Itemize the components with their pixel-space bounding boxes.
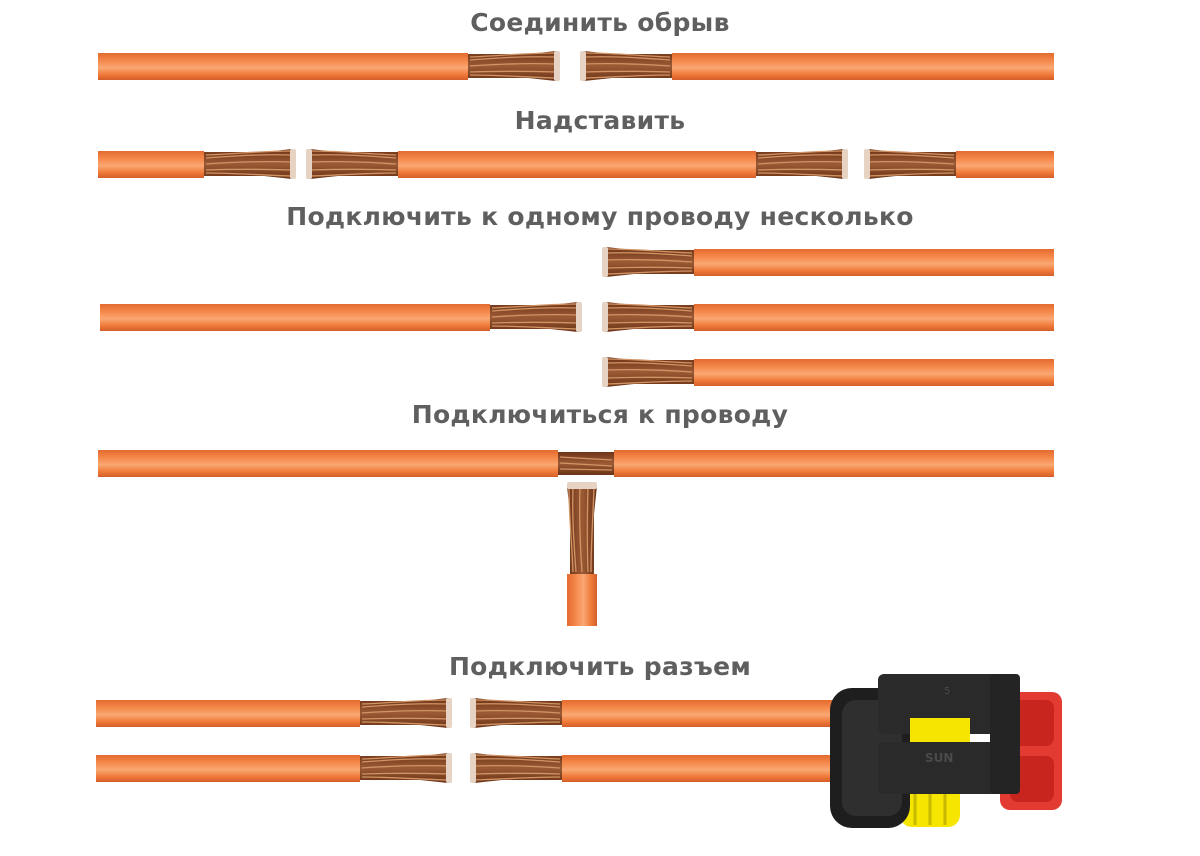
section-title-tap: Подключиться к проводу bbox=[411, 400, 789, 429]
wire-connector-pair bbox=[96, 697, 852, 784]
section-title-join-break: Соединить обрыв bbox=[470, 8, 730, 37]
wire-extend bbox=[98, 148, 1054, 180]
connector-marking-mid: SUN bbox=[925, 751, 953, 765]
wire-multi-connect bbox=[100, 247, 1054, 387]
section-title-extend: Надставить bbox=[514, 106, 686, 135]
waterproof-connector: 5 SUN bbox=[830, 674, 1062, 828]
section-title-multi-connect: Подключить к одному проводу несколько bbox=[286, 202, 914, 231]
wire-pair-join-break bbox=[98, 50, 1054, 82]
wire-tap bbox=[98, 450, 1054, 626]
connector-marking-top: 5 bbox=[944, 686, 950, 697]
section-title-connector: Подключить разъем bbox=[448, 652, 752, 681]
